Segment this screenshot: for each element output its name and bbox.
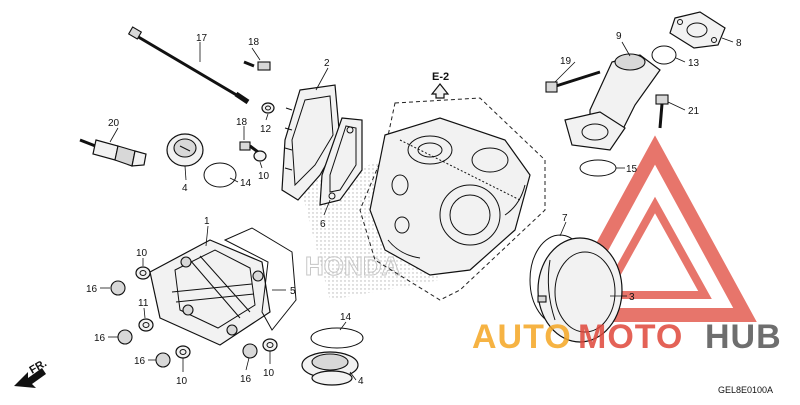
part-13-o-ring — [651, 45, 677, 65]
part-9-intake-pipe — [564, 53, 661, 151]
part-4-cap — [166, 133, 204, 167]
part-6-gasket — [319, 117, 363, 206]
callout-19: 19 — [560, 56, 572, 67]
engine-cylinder-head — [359, 97, 546, 301]
callout-16-a: 16 — [86, 284, 98, 295]
diagram-code: GEL8E0100A — [718, 385, 773, 395]
watermark-auto: AUTO — [472, 318, 572, 356]
callout-16-b: 16 — [94, 333, 106, 344]
section-ref-arrow — [430, 83, 450, 99]
part-10-washer-a — [135, 266, 151, 280]
callout-11: 11 — [138, 298, 149, 309]
callout-15: 15 — [626, 164, 638, 175]
callout-16-c: 16 — [134, 356, 146, 367]
part-19-bolt — [545, 70, 601, 93]
callout-5: 5 — [290, 286, 296, 297]
watermark-moto: MOTO — [578, 318, 683, 356]
watermark-logo-triangle — [553, 135, 757, 322]
callout-10-a: 10 — [136, 248, 148, 259]
part-11-washer — [138, 318, 154, 332]
front-arrow — [14, 368, 46, 388]
svg-text:HONDA: HONDA — [305, 251, 401, 281]
part-12-washer — [261, 102, 275, 114]
part-16-cap-b — [117, 329, 133, 345]
callout-16-d: 16 — [240, 374, 252, 385]
part-14-o-ring-lower — [310, 327, 364, 349]
leader-lines — [100, 37, 734, 381]
part-16-cap-a — [110, 280, 126, 296]
part-14-o-ring — [203, 162, 237, 188]
callout-1: 1 — [204, 216, 210, 227]
part-3-cover — [537, 237, 623, 343]
callout-10-c: 10 — [263, 368, 275, 379]
callout-17: 17 — [196, 33, 208, 44]
callout-6: 6 — [320, 219, 326, 230]
callout-3: 3 — [629, 292, 635, 303]
callout-18b: 18 — [236, 117, 248, 128]
part-17-stud-bolt — [127, 26, 250, 105]
callout-4-lower: 4 — [358, 376, 364, 387]
callout-8: 8 — [736, 38, 742, 49]
watermark-text: AUTO MOTO HUB — [472, 318, 782, 356]
part-10-washer-c — [262, 338, 278, 352]
watermark-hub: HUB — [705, 318, 782, 356]
callout-7: 7 — [562, 213, 568, 224]
part-18-bolt-upper — [243, 60, 271, 71]
part-5-gasket — [223, 227, 297, 331]
callout-12: 12 — [260, 124, 272, 135]
callout-labels: 17 18 2 12 10 18 20 4 14 6 1 5 8 9 13 19… — [86, 31, 742, 387]
callout-10-upper: 10 — [258, 171, 270, 182]
callout-9: 9 — [616, 31, 622, 42]
part-16-cap-c — [155, 352, 171, 368]
callout-13: 13 — [688, 58, 700, 69]
callout-2: 2 — [324, 58, 330, 69]
part-8-insulator — [669, 11, 726, 49]
part-12-washer-lower — [253, 150, 267, 162]
part-2-side-cover — [281, 84, 341, 201]
callout-10-b: 10 — [176, 376, 188, 387]
callout-4-upper: 4 — [182, 183, 188, 194]
part-4-cap-lower — [301, 351, 359, 386]
part-10-washer-b — [175, 345, 191, 359]
callout-18a: 18 — [248, 37, 260, 48]
part-16-cap-d — [242, 343, 258, 359]
section-ref-label: E-2 — [432, 71, 449, 83]
callout-14-upper: 14 — [240, 178, 252, 189]
part-20-spark-plug — [79, 138, 147, 167]
callout-21: 21 — [688, 106, 700, 117]
part-1-head-cover — [149, 239, 271, 346]
callout-20: 20 — [108, 118, 120, 129]
part-21-bolt — [655, 94, 669, 129]
callout-14-lower: 14 — [340, 312, 352, 323]
part-15-o-ring — [579, 159, 617, 177]
